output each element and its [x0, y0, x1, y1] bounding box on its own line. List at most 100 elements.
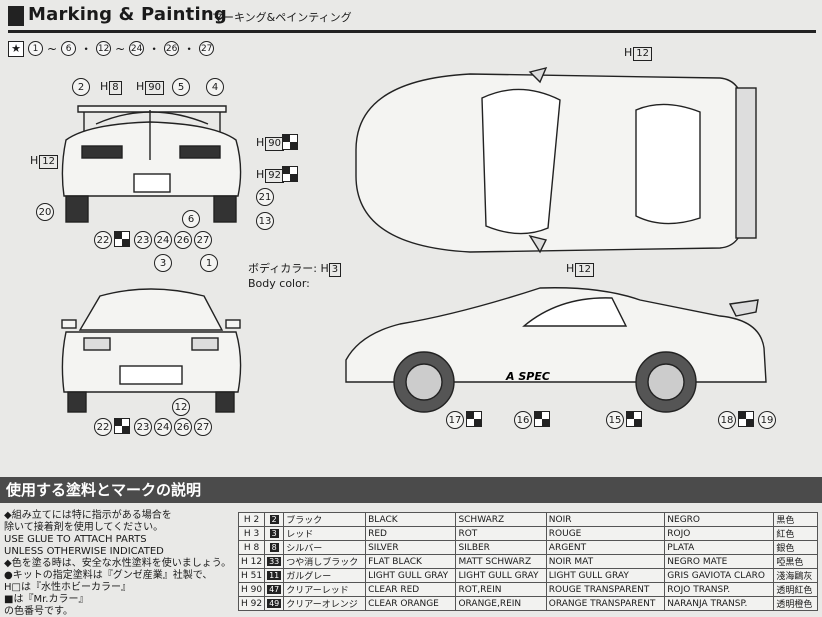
callout-6: 6	[182, 210, 200, 228]
paint-cell-es: GRIS GAVIOTA CLARO	[664, 568, 775, 583]
paint-cell-en: FLAT BLACK	[365, 554, 457, 569]
callout-20: 20	[36, 203, 54, 221]
paint-cell-de: MATT SCHWARZ	[455, 554, 547, 569]
page-title-jp: マーキング&ペインティング	[212, 11, 352, 24]
body-color-prefix: H	[320, 262, 329, 275]
paint-cell-fr: NOIR	[545, 512, 666, 527]
paint-cell-n: 33	[264, 554, 285, 569]
note-line: ◆色を塗る時は、安全な水性塗料を使いましょう。	[4, 558, 232, 569]
paint-cell-jp: ブラック	[283, 512, 367, 527]
paint-cell-de: ROT	[455, 526, 547, 541]
paint-cell-jp: ガルグレー	[283, 568, 367, 583]
callout-17: 17	[446, 411, 464, 429]
mark-27: 27	[199, 41, 215, 56]
paint-cell-fr: ARGENT	[545, 540, 666, 555]
header-rule	[8, 30, 816, 33]
paint-cell-de: SCHWARZ	[455, 512, 547, 527]
mark-sep: ・	[183, 42, 196, 56]
section-title: 使用する塗料とマークの説明	[6, 481, 202, 499]
paint-cell-n: 8	[264, 540, 285, 555]
mark-sep: ・	[148, 42, 161, 56]
paint-cell-en: RED	[365, 526, 457, 541]
callout-21: 21	[256, 188, 274, 206]
paint-cell-jp: シルバー	[283, 540, 367, 555]
callout-26: 26	[174, 231, 192, 249]
mark-end-6: 6	[61, 41, 77, 56]
paint-cell-cn: 黒色	[773, 512, 818, 527]
paint-cell-de: SILBER	[455, 540, 547, 555]
note-line: USE GLUE TO ATTACH PARTS	[4, 534, 147, 545]
paint-cell-fr: NOIR MAT	[545, 554, 666, 569]
callout-19: 19	[758, 411, 776, 429]
mark-start-12: 12	[96, 41, 112, 56]
callout-3: 3	[154, 254, 172, 272]
note-line: 除いて接着剤を使用してください。	[4, 522, 164, 533]
callout-13: 13	[256, 212, 274, 230]
note-line: の色番号です。	[4, 606, 73, 617]
callout-23: 23	[134, 231, 152, 249]
paint-cell-h: H 12	[237, 554, 266, 569]
header-bar	[8, 6, 24, 26]
paint-cell-es: NEGRO MATE	[664, 554, 775, 569]
decal-16-icon	[534, 411, 550, 427]
body-color-en: Body color:	[248, 277, 310, 290]
paint-cell-es: ROJO	[664, 526, 775, 541]
paint-section-header: 使用する塗料とマークの説明	[0, 477, 822, 503]
callout-4: 4	[206, 78, 224, 96]
car-diagrams: A SPEC	[61, 66, 767, 413]
paint-cell-cn: 淺海鷗灰	[773, 568, 818, 583]
paint-cell-es: PLATA	[664, 540, 775, 555]
paint-cell-n: 49	[264, 596, 285, 611]
rear-view-car	[61, 105, 242, 223]
header: Marking & Painting マーキング&ペインティング	[0, 0, 822, 34]
note-line: ◆組み立てには特に指示がある場合を	[4, 510, 172, 521]
callout-27: 27	[194, 231, 212, 249]
paint-cell-cn: 透明紅色	[773, 582, 818, 597]
mark-range-sep: ~	[115, 41, 126, 56]
note-line: H□は『水性ホビーカラー』	[4, 582, 131, 593]
note-line: ■は『Mr.カラー』	[4, 594, 89, 605]
mark-sep: ・	[80, 42, 93, 56]
paint-cell-h: H 2	[237, 512, 266, 527]
paint-cell-h: H 3	[237, 526, 266, 541]
side-view-car	[345, 287, 767, 413]
paint-cell-cn: 透明橙色	[773, 596, 818, 611]
callout-26-front: 26	[174, 418, 192, 436]
paint-cell-jp: クリアーオレンジ	[283, 596, 367, 611]
mr-color-number: 3	[269, 528, 279, 538]
paint-cell-h: H 8	[237, 540, 266, 555]
mark-26: 26	[164, 41, 180, 56]
decal-h92-icon	[282, 166, 298, 182]
paint-cell-n: 47	[264, 582, 285, 597]
paint-cell-cn: 銀色	[773, 540, 818, 555]
callout-22: 22	[94, 231, 112, 249]
mr-color-number: 33	[267, 556, 282, 566]
callout-27-front: 27	[194, 418, 212, 436]
mr-color-number: 49	[267, 598, 282, 608]
front-view-car	[61, 288, 242, 413]
paint-cell-fr: ORANGE TRANSPARENT	[545, 596, 666, 611]
callout-12: 12	[172, 398, 190, 416]
page-title: Marking & Painting	[28, 4, 227, 25]
mark-range-sep: ~	[47, 41, 58, 56]
callout-2: 2	[72, 78, 90, 96]
paint-cell-n: 2	[264, 512, 285, 527]
star-icon: ★	[8, 40, 24, 57]
paint-cell-jp: つや消しブラック	[283, 554, 367, 569]
callout-22-front: 22	[94, 418, 112, 436]
callout-18: 18	[718, 411, 736, 429]
paint-cell-en: CLEAR ORANGE	[365, 596, 457, 611]
mr-color-number: 11	[267, 570, 282, 580]
paint-cell-de: ROT,REIN	[455, 582, 547, 597]
callout-24: 24	[154, 231, 172, 249]
top-view-car	[355, 66, 757, 254]
mark-start-1: 1	[28, 41, 43, 56]
